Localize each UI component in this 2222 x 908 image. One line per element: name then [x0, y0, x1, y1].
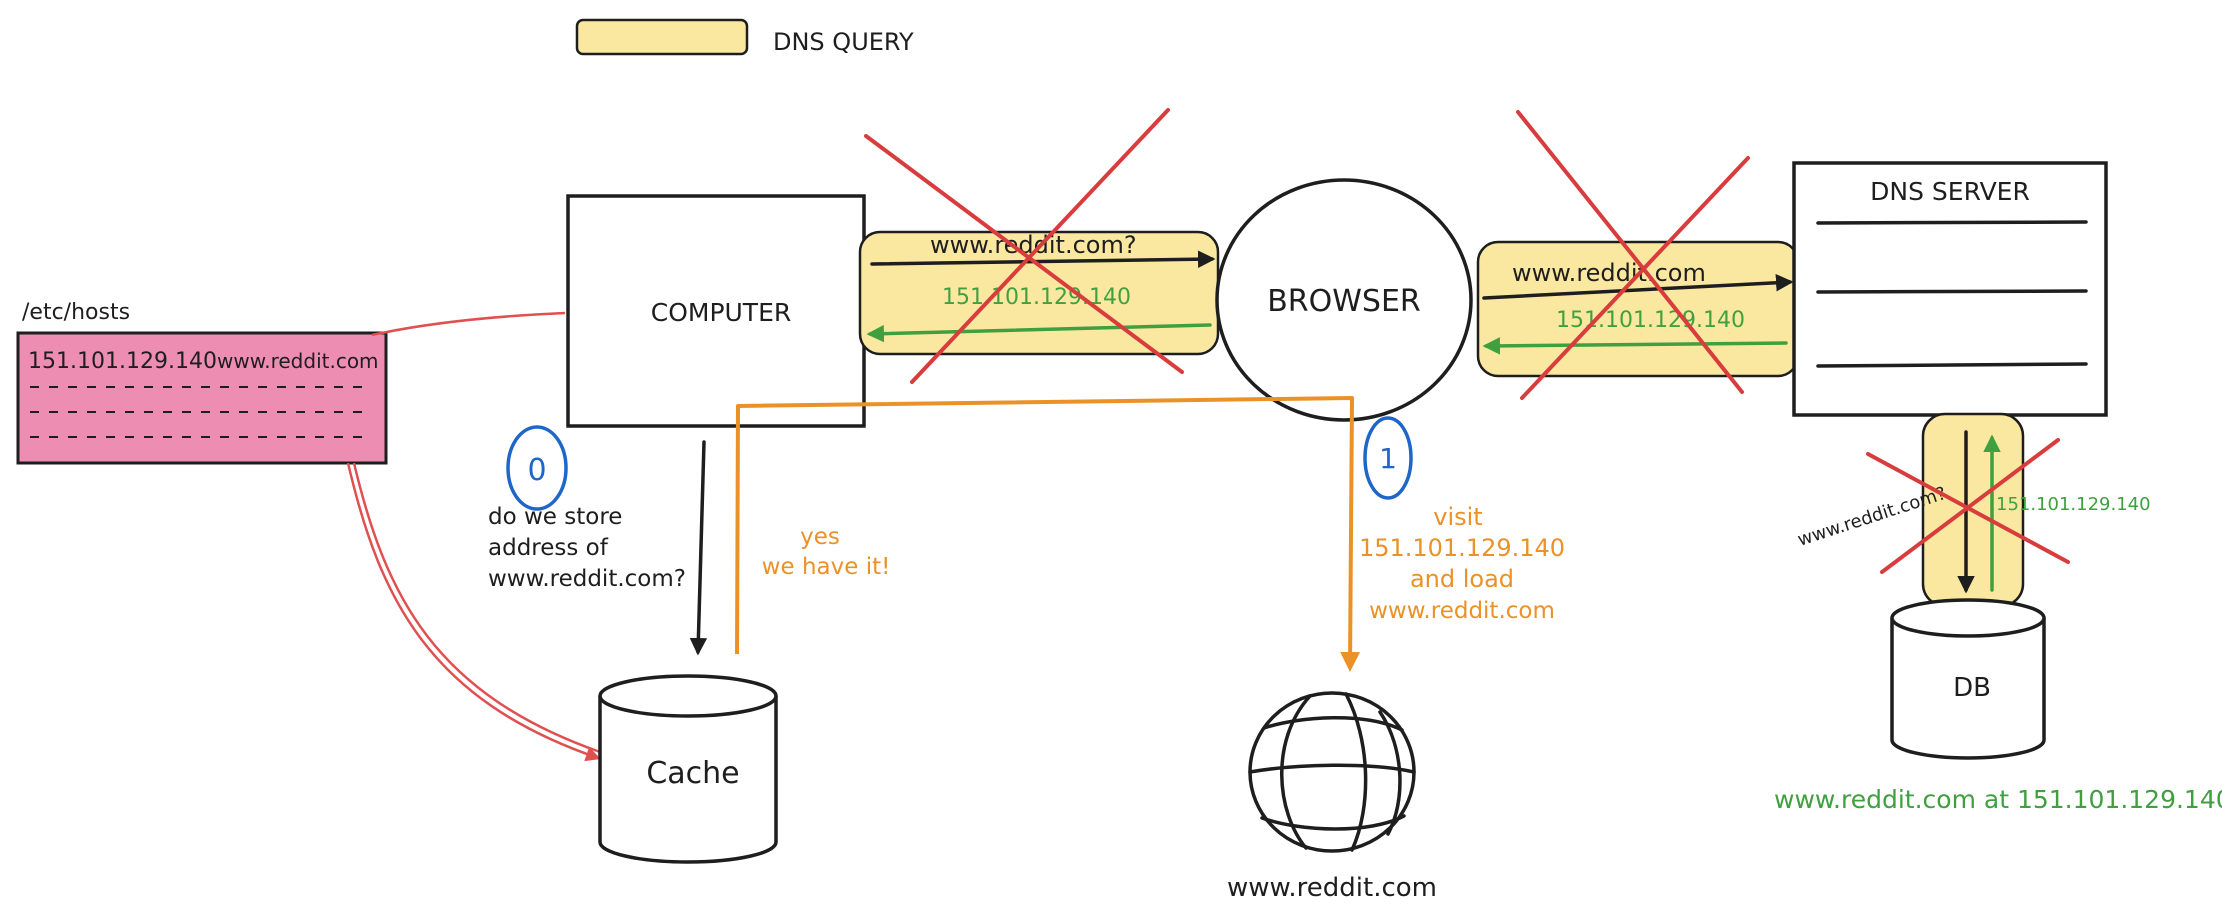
globe-icon [1248, 691, 1416, 853]
query-right-request: www.reddit.com [1512, 259, 1706, 287]
db-node: DB [1890, 598, 2046, 760]
step-1-line-2: 151.101.129.140 [1359, 534, 1565, 562]
db-label: DB [1953, 673, 1991, 703]
query-db-cross-b [1880, 438, 2060, 574]
globe-parallel-3 [1260, 814, 1406, 831]
browser-label: BROWSER [1267, 284, 1421, 319]
dns-server-row-1 [1816, 220, 2088, 225]
hosts-to-computer-line [371, 311, 566, 337]
step-0-line-3: www.reddit.com? [488, 566, 686, 592]
browser-node: BROWSER [1215, 178, 1473, 422]
hosts-file: /etc/hosts 151.101.129.140 www.reddit.co… [16, 300, 388, 465]
step-1-line-4: www.reddit.com [1369, 598, 1555, 624]
db-note: www.reddit.com at 151.101.129.140 [1774, 785, 2222, 814]
hosts-to-cache-arrow-shadow [352, 462, 601, 754]
query-left-cross-b [910, 108, 1170, 384]
query-left: www.reddit.com? 151.101.129.140 [858, 108, 1220, 384]
cache-cylinder-top [598, 674, 778, 718]
computer-to-cache-arrow [689, 440, 708, 656]
computer-node: COMPUTER [566, 194, 866, 428]
cache-label: Cache [646, 756, 739, 791]
query-left-response-arrow [866, 323, 1212, 343]
globe-label: www.reddit.com [1227, 873, 1437, 903]
step-0: 0 do we store address of www.reddit.com? [488, 425, 686, 592]
step-0-badge [506, 425, 568, 511]
db-cylinder-top [1890, 598, 2046, 638]
hosts-to-cache-arrow [346, 462, 601, 762]
query-left-request-arrow [870, 250, 1216, 268]
globe-parallel-1 [1262, 716, 1404, 732]
query-right-request-arrow [1482, 273, 1794, 300]
dns-server-node: DNS SERVER [1792, 161, 2108, 417]
query-right-cross-a [1516, 110, 1744, 394]
query-left-cross-a [864, 134, 1184, 374]
query-right-cross-b [1520, 156, 1750, 400]
step-1-line-1: visit [1433, 503, 1482, 531]
globe-meridian-2 [1344, 692, 1368, 852]
query-right-response-arrow [1482, 337, 1788, 355]
query-left-response: 151.101.129.140 [942, 285, 1131, 310]
dns-server-label: DNS SERVER [1870, 177, 2030, 206]
hosts-ip: 151.101.129.140 [28, 349, 217, 374]
query-db: www.reddit.com? 151.101.129.140 [1795, 412, 2151, 608]
query-right: www.reddit.com 151.101.129.140 [1476, 110, 1800, 400]
step-1-line-3: and load [1410, 565, 1514, 593]
legend-swatch [575, 18, 749, 56]
hosts-box [16, 331, 388, 465]
cache-reply-line-1: yes [800, 524, 840, 550]
computer-label: COMPUTER [651, 298, 792, 327]
step-0-number: 0 [527, 453, 546, 488]
step-1-badge [1363, 416, 1413, 500]
dns-server-row-3 [1816, 362, 2088, 368]
cache-node: Cache [598, 674, 778, 864]
globe-parallel-2 [1248, 763, 1416, 774]
step-0-line-2: address of [488, 535, 609, 561]
query-db-response: 151.101.129.140 [1996, 494, 2151, 515]
db-cylinder-body [1890, 618, 2046, 760]
globe-meridian-1 [1280, 694, 1312, 850]
cache-cylinder-body [598, 696, 778, 864]
hosts-title: /etc/hosts [22, 300, 130, 325]
step-1: 1 visit 151.101.129.140 and load www.red… [1359, 416, 1565, 624]
step-0-line-1: do we store [488, 504, 622, 530]
cache-to-globe-arrow [735, 396, 1361, 672]
computer-box [566, 194, 866, 428]
dns-server-row-2 [1816, 289, 2088, 294]
hosts-domain: www.reddit.com [217, 349, 379, 373]
step-1-number: 1 [1379, 442, 1397, 475]
globe-meridian-3 [1378, 710, 1402, 836]
legend-label: DNS QUERY [773, 28, 914, 56]
cache-reply-line-2: we have it! [762, 554, 891, 580]
browser-circle [1215, 178, 1473, 422]
legend: DNS QUERY [575, 18, 914, 56]
